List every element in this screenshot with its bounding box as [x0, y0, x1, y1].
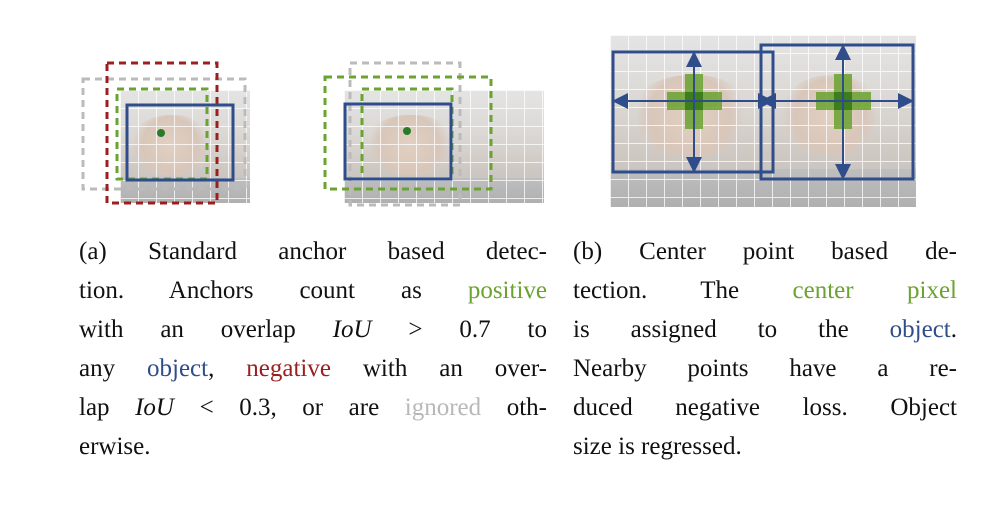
- caption-a-line-6: erwise.: [79, 427, 547, 466]
- object-center-point: [403, 127, 411, 135]
- caption-a: (a) Standard anchor based detec- tion. A…: [79, 232, 547, 466]
- caption-a-line-1: (a) Standard anchor based detec-: [79, 232, 547, 271]
- caption-b-line-2: tection. The center pixel: [573, 271, 957, 310]
- object-term: object: [890, 316, 951, 343]
- object-term: object: [147, 355, 208, 382]
- anchor-boxes: [80, 60, 250, 210]
- caption-a-line-2: tion. Anchors count as positive: [79, 271, 547, 310]
- figure-a-right: [322, 60, 544, 210]
- anchor-boxes: [322, 60, 544, 210]
- figure-b: [610, 35, 916, 207]
- center-pixel-term: center pixel: [793, 277, 957, 304]
- object-center-point: [157, 129, 165, 137]
- caption-b-line-6: size is regressed.: [573, 427, 957, 466]
- caption-a-line-4: any object, negative with an over-: [79, 349, 547, 388]
- negative-term: negative: [246, 355, 331, 382]
- center-point-diagram: [610, 35, 916, 207]
- caption-a-line-5: lap IoU < 0.3, or are ignored oth-: [79, 388, 547, 427]
- caption-b: (b) Center point based de- tection. The …: [573, 232, 957, 466]
- caption-b-line-4: Nearby points have a re-: [573, 349, 957, 388]
- figure-a-left: [80, 60, 250, 210]
- ignored-term: ignored: [405, 394, 481, 421]
- object-box: [127, 105, 233, 180]
- caption-b-line-5: duced negative loss. Object: [573, 388, 957, 427]
- caption-b-line-1: (b) Center point based de-: [573, 232, 957, 271]
- positive-term: positive: [468, 277, 547, 304]
- caption-a-line-3: with an overlap IoU > 0.7 to: [79, 310, 547, 349]
- caption-b-line-3: is assigned to the object.: [573, 310, 957, 349]
